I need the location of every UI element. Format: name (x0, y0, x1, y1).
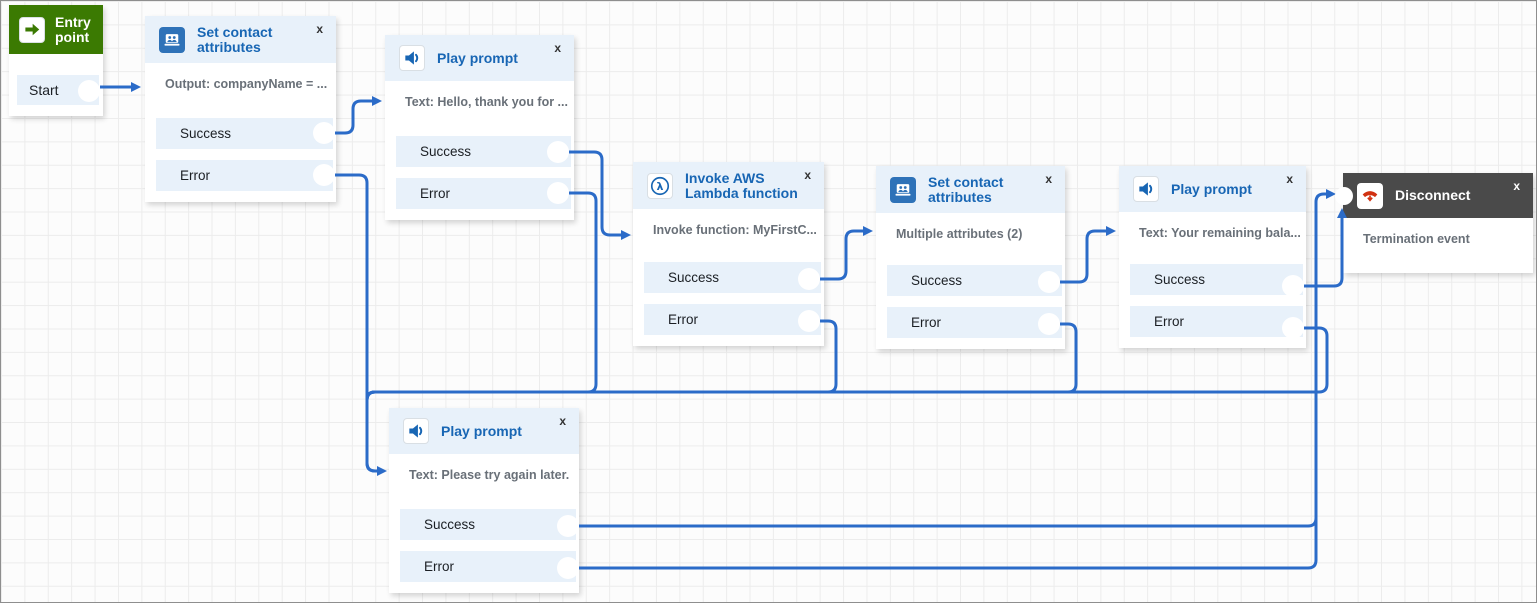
output-error[interactable]: Error (644, 304, 821, 335)
output-error[interactable]: Error (887, 307, 1062, 338)
output-start[interactable]: Start (17, 75, 99, 105)
close-icon[interactable]: x (1045, 172, 1052, 186)
output-success[interactable]: Success (1130, 264, 1303, 295)
contact-attributes-icon (159, 26, 185, 53)
block-play-prompt-2[interactable]: Play prompt x Text: Your remaining bala.… (1119, 166, 1306, 348)
block-description: Output: companyName = ... (165, 77, 328, 91)
block-header: Set contact attributes x (145, 16, 336, 63)
block-invoke-lambda[interactable]: λ Invoke AWS Lambda function x Invoke fu… (633, 162, 824, 346)
speaker-icon (1133, 176, 1159, 202)
output-label: Success (911, 273, 963, 288)
wire-setattr2-success (1060, 226, 1116, 284)
block-set-contact-attributes-2[interactable]: Set contact attributes x Multiple attrib… (876, 166, 1065, 349)
output-label: Error (911, 315, 941, 330)
close-icon[interactable]: x (1513, 179, 1520, 193)
block-title: Play prompt (437, 49, 518, 66)
block-title: Entry point (55, 13, 91, 45)
close-icon[interactable]: x (804, 168, 811, 182)
output-error[interactable]: Error (156, 160, 333, 191)
block-header: λ Invoke AWS Lambda function x (633, 162, 824, 209)
block-description: Multiple attributes (2) (896, 227, 1023, 241)
block-play-prompt-3[interactable]: Play prompt x Text: Please try again lat… (389, 408, 579, 593)
entry-point-header: Entry point (9, 5, 103, 54)
phone-hangup-icon (1357, 182, 1383, 209)
output-label: Success (424, 517, 476, 532)
block-entry-point[interactable]: Entry point Start (9, 5, 103, 116)
output-error[interactable]: Error (396, 178, 571, 209)
wire-lambda-success (820, 226, 873, 281)
block-header: Play prompt x (1119, 166, 1306, 212)
close-icon[interactable]: x (554, 41, 561, 55)
wire-setattr1-error (335, 173, 387, 476)
block-title: Play prompt (441, 422, 522, 439)
block-disconnect[interactable]: Disconnect x Termination event (1343, 173, 1533, 273)
output-success[interactable]: Success (396, 136, 571, 167)
output-label: Success (420, 144, 472, 159)
block-description: Text: Hello, thank you for ... (405, 95, 568, 109)
output-error[interactable]: Error (1130, 306, 1303, 337)
speaker-icon (403, 418, 429, 444)
arrow-right-icon (19, 16, 45, 43)
output-success[interactable]: Success (644, 262, 821, 293)
output-label: Success (180, 126, 232, 141)
block-header: Play prompt x (389, 408, 579, 454)
output-error[interactable]: Error (400, 551, 576, 582)
block-title: Set contact attributes (928, 173, 1004, 205)
block-title: Play prompt (1171, 180, 1252, 197)
block-description: Invoke function: MyFirstC... (653, 223, 817, 237)
output-success[interactable]: Success (400, 509, 576, 540)
block-description: Text: Your remaining bala... (1139, 226, 1301, 240)
output-label: Error (180, 168, 210, 183)
output-label: Success (1154, 272, 1206, 287)
block-title: Set contact attributes (197, 23, 273, 55)
block-set-contact-attributes-1[interactable]: Set contact attributes x Output: company… (145, 16, 336, 202)
close-icon[interactable]: x (316, 22, 323, 36)
block-title: Disconnect (1395, 187, 1471, 203)
block-title: Invoke AWS Lambda function (685, 169, 798, 201)
output-label: Success (668, 270, 720, 285)
svg-text:λ: λ (657, 179, 664, 192)
output-success[interactable]: Success (887, 265, 1062, 296)
wire-play2-success (1304, 208, 1347, 288)
block-description: Text: Please try again later. (409, 468, 570, 482)
output-label: Error (1154, 314, 1184, 329)
contact-attributes-icon (890, 176, 916, 203)
speaker-icon (399, 45, 425, 71)
close-icon[interactable]: x (559, 414, 566, 428)
wire-setattr1-success (335, 96, 382, 135)
block-description: Termination event (1363, 232, 1470, 246)
output-label: Start (29, 82, 59, 98)
block-header: Play prompt x (385, 35, 574, 81)
block-header: Set contact attributes x (876, 166, 1065, 213)
wire-play1-success (569, 150, 631, 240)
output-label: Error (668, 312, 698, 327)
output-label: Error (424, 559, 454, 574)
output-label: Error (420, 186, 450, 201)
output-success[interactable]: Success (156, 118, 333, 149)
block-play-prompt-1[interactable]: Play prompt x Text: Hello, thank you for… (385, 35, 574, 220)
close-icon[interactable]: x (1286, 172, 1293, 186)
lambda-icon: λ (647, 172, 673, 199)
block-header: Disconnect x (1343, 173, 1533, 218)
